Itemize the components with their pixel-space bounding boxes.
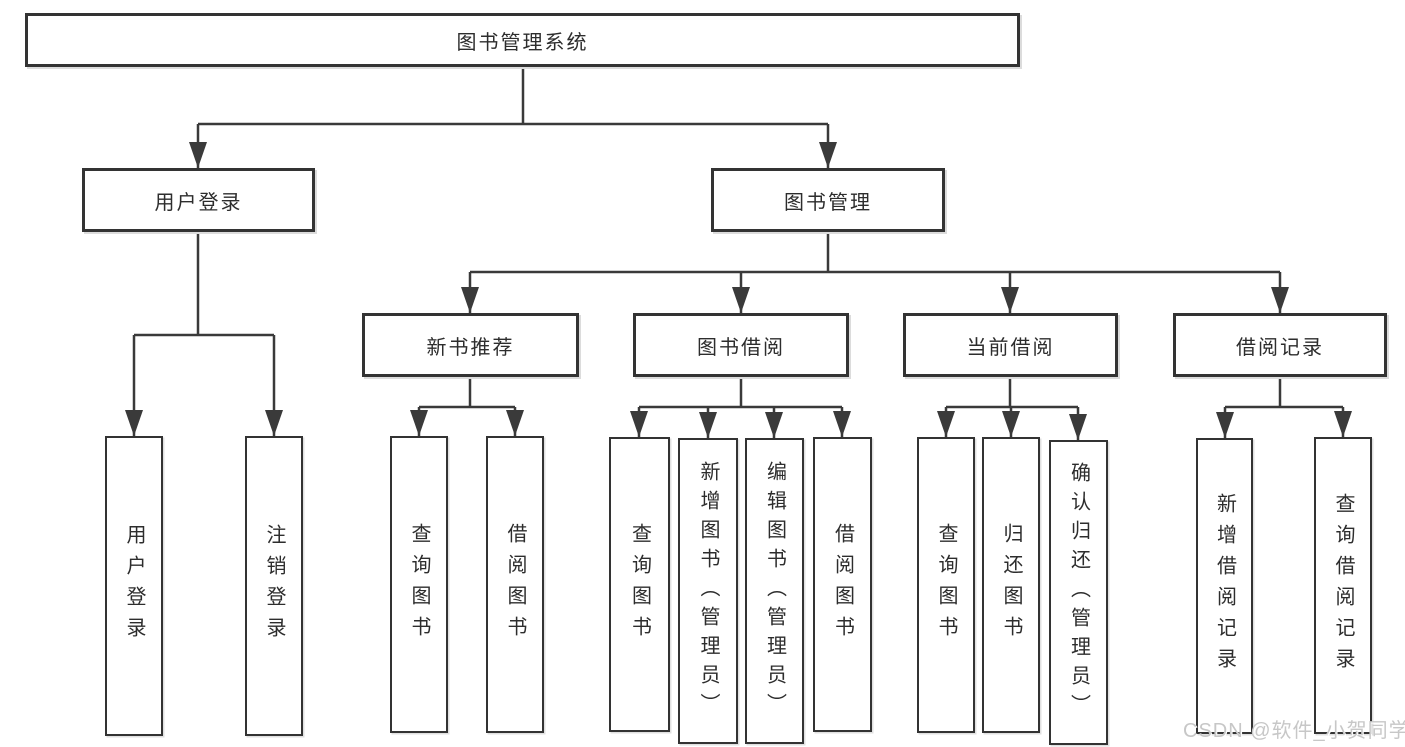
connector-book-management-to-level3 [461, 232, 1289, 313]
connector-current-borrowing-to-leaves [937, 377, 1087, 440]
connector-borrowing-records-to-leaves [1216, 377, 1352, 438]
node-book-management: 图书管理 [711, 168, 945, 232]
leaf-label: 新增借阅记录 [1213, 493, 1236, 679]
leaf-label: 借阅图书 [504, 522, 526, 647]
leaf-label: 注销登录 [263, 524, 285, 648]
connector-root-to-level2 [189, 67, 837, 168]
node-book-borrowing-label: 图书借阅 [697, 336, 785, 359]
connector-book-borrowing-to-leaves [630, 377, 851, 438]
leaf-label: 编辑图书（管理员） [763, 460, 786, 722]
leaf-label: 用户登录 [123, 524, 145, 648]
node-borrowing-records: 借阅记录 [1173, 313, 1387, 377]
leaf-label: 查询图书 [408, 522, 430, 647]
leaf-add-books-admin: 新增图书（管理员） [678, 438, 738, 744]
node-new-book-recommend: 新书推荐 [362, 313, 579, 377]
leaf-user-login: 用户登录 [105, 436, 163, 736]
node-new-book-recommend-label: 新书推荐 [426, 336, 515, 359]
leaf-query-borrow-record: 查询借阅记录 [1314, 437, 1372, 734]
leaf-return-books: 归还图书 [982, 437, 1040, 733]
leaf-label: 查询借阅记录 [1332, 492, 1354, 679]
node-user-login: 用户登录 [82, 168, 315, 232]
leaf-query-books-recommend: 查询图书 [390, 436, 448, 733]
node-current-borrowing: 当前借阅 [903, 313, 1118, 377]
node-current-borrowing-label: 当前借阅 [966, 336, 1055, 359]
leaf-edit-books-admin: 编辑图书（管理员） [745, 438, 804, 744]
leaf-label: 查询图书 [628, 522, 651, 647]
leaf-label: 确认归还（管理员） [1067, 462, 1090, 723]
leaf-logout: 注销登录 [245, 436, 303, 736]
leaf-confirm-return-admin: 确认归还（管理员） [1049, 440, 1108, 745]
node-book-management-label: 图书管理 [784, 191, 872, 214]
node-book-borrowing: 图书借阅 [633, 313, 849, 377]
node-root-system: 图书管理系统 [25, 13, 1020, 67]
leaf-query-books-current: 查询图书 [917, 437, 975, 733]
leaf-label: 新增图书（管理员） [697, 460, 719, 722]
leaf-label: 借阅图书 [831, 522, 854, 647]
connector-new-book-recommend-to-leaves [410, 377, 524, 436]
node-borrowing-records-label: 借阅记录 [1236, 336, 1324, 359]
leaf-borrow-books-recommend: 借阅图书 [486, 436, 544, 733]
node-root-label: 图书管理系统 [456, 31, 589, 54]
leaf-add-borrow-record: 新增借阅记录 [1196, 438, 1253, 734]
leaf-borrow-books: 借阅图书 [813, 437, 872, 732]
leaf-query-books-borrowing: 查询图书 [609, 437, 670, 732]
leaf-label: 归还图书 [1000, 523, 1022, 647]
leaf-label: 查询图书 [935, 523, 957, 647]
node-user-login-label: 用户登录 [154, 191, 243, 214]
csdn-watermark: CSDN @软件_小贺同学 [1183, 720, 1405, 742]
connector-user-login-to-leaves [125, 232, 283, 436]
